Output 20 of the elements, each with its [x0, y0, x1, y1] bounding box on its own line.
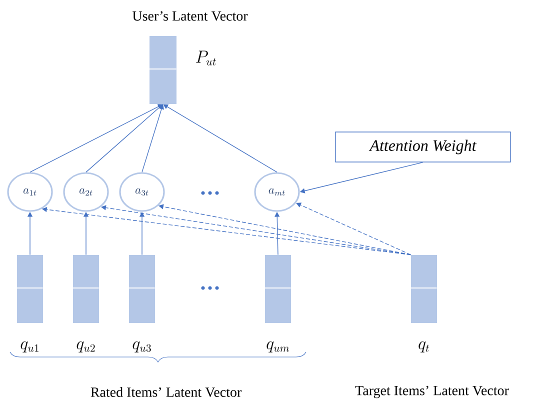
caption-text: User’s Latent Vector — [132, 11, 248, 21]
vector-bar — [150, 36, 176, 104]
arrow — [86, 104, 163, 173]
vector-label: $q_{u3}$ — [132, 341, 151, 352]
arrow — [30, 104, 163, 173]
vector-label: $q_{u2}$ — [76, 341, 95, 352]
callout-box: Attention Weight — [335, 132, 511, 162]
arrow — [296, 202, 412, 256]
arrow — [163, 104, 278, 173]
caption-text: Rated Items’ Latent Vector — [90, 387, 242, 397]
vector-bar — [129, 255, 155, 323]
vector-label: $q_{um}$ — [266, 341, 290, 352]
vector-bar — [73, 255, 99, 323]
vector-bar — [17, 255, 43, 323]
vector-bar — [265, 255, 291, 323]
vector-label: $q_{t}$ — [418, 341, 430, 352]
vector-bar — [411, 255, 437, 323]
vector-label: $P_{ut}$ — [196, 50, 216, 66]
caption-text: Target Items’ Latent Vector — [355, 386, 509, 398]
vector-label: $q_{u1}$ — [20, 341, 38, 352]
